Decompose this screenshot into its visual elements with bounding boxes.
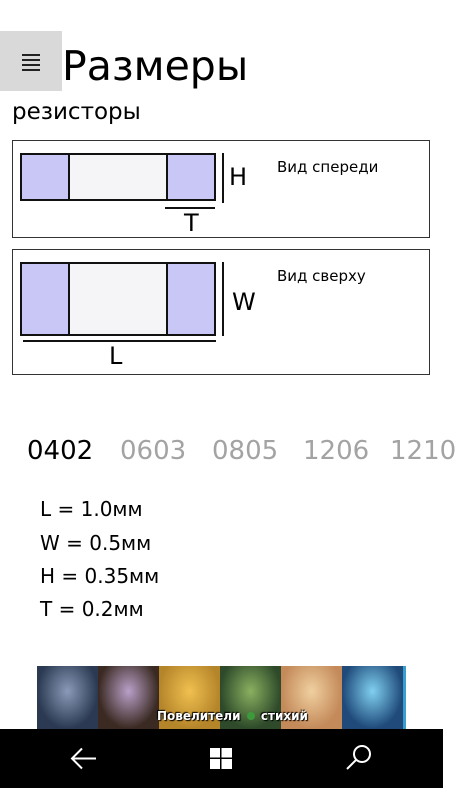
resistor-terminal-right <box>166 262 216 336</box>
page-title: Размеры <box>62 42 249 90</box>
width-dimension-line <box>222 262 224 336</box>
resistor-terminal-left <box>20 153 70 201</box>
length-label: L <box>109 342 123 370</box>
width-label: W <box>232 288 256 316</box>
hamburger-menu-button[interactable] <box>0 31 62 91</box>
spec-thickness: T = 0.2мм <box>40 597 144 621</box>
thickness-label: T <box>184 209 199 237</box>
front-view-label: Вид спереди <box>277 158 379 176</box>
size-tab-0402[interactable]: 0402 <box>27 436 94 466</box>
size-tab-1210[interactable]: 1210 <box>390 436 456 466</box>
ad-banner-text: Повелители стихий <box>157 709 308 723</box>
hero-figure-1 <box>37 666 98 729</box>
size-tab-1210-clip: 1210 <box>390 433 456 469</box>
ad-logo-icon <box>246 712 255 720</box>
resistor-terminal-left <box>20 262 70 336</box>
windows-logo-icon <box>210 748 232 769</box>
height-dimension-line <box>222 153 224 203</box>
hero-figure-2 <box>98 666 159 729</box>
start-button[interactable] <box>191 729 251 788</box>
size-tab-0603[interactable]: 0603 <box>120 436 187 466</box>
thickness-dimension-line <box>165 207 215 209</box>
spec-length: L = 1.0мм <box>40 497 143 521</box>
resistor-terminal-right <box>166 153 216 201</box>
length-dimension-line <box>23 340 216 342</box>
size-tab-1206[interactable]: 1206 <box>303 436 370 466</box>
ad-banner[interactable]: Повелители стихий <box>37 666 406 729</box>
size-tab-0805[interactable]: 0805 <box>212 436 279 466</box>
hero-figure-6 <box>342 666 403 729</box>
resistor-body-top <box>20 262 216 336</box>
front-view-diagram: H T Вид спереди <box>12 140 430 238</box>
top-view-diagram: W L Вид сверху <box>12 249 430 375</box>
spec-height: H = 0.35мм <box>40 564 160 588</box>
top-view-label: Вид сверху <box>277 267 366 285</box>
back-button[interactable] <box>54 729 114 788</box>
height-label: H <box>229 163 248 191</box>
search-button[interactable] <box>329 729 389 788</box>
back-arrow-icon <box>70 747 96 770</box>
hero-figure-5 <box>281 666 342 729</box>
resistor-body-front <box>20 153 216 201</box>
hero-figure-3 <box>159 666 220 729</box>
system-navigation-bar <box>0 729 443 788</box>
page-subtitle: резисторы <box>12 99 141 125</box>
spec-width: W = 0.5мм <box>40 531 152 555</box>
search-icon <box>346 745 371 770</box>
